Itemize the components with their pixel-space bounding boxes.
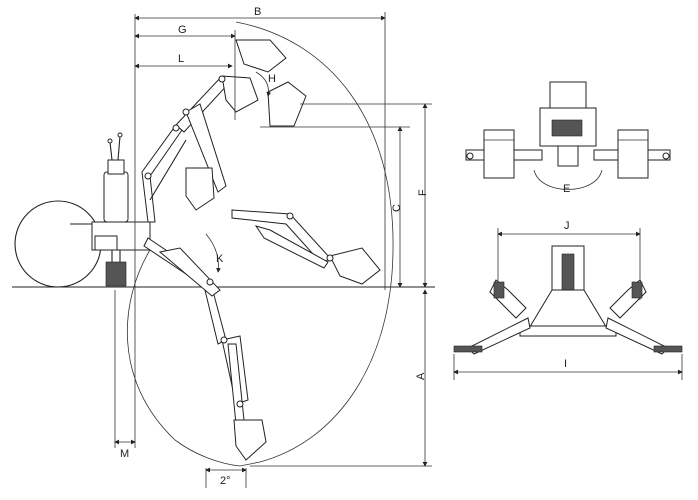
frame-plate — [94, 235, 118, 251]
rear-right-bucket — [631, 281, 643, 299]
rear-left-bucket — [493, 281, 505, 299]
upper-bucket — [235, 39, 287, 73]
lower-boom-cylinder — [158, 247, 221, 297]
rear-base-plate — [519, 325, 617, 337]
stabilizer-foot — [105, 261, 127, 287]
lever-knob-2 — [117, 132, 123, 138]
dimension-j-label: J — [564, 220, 570, 232]
seat-back — [107, 159, 125, 175]
pivot-pin-6 — [326, 254, 334, 262]
boom-lower-position — [143, 237, 267, 461]
middle-bucket — [185, 167, 215, 211]
pivot-pin-7 — [206, 278, 214, 286]
upper-dipper-arm — [185, 103, 227, 193]
dimension-l-label: L — [178, 53, 184, 65]
tractor-wheel — [14, 200, 102, 288]
dimension-swing-label: 2° — [220, 475, 231, 487]
top-right-pin — [662, 152, 670, 160]
dimension-k-label: K — [216, 253, 224, 265]
dimension-e-arc — [533, 169, 603, 190]
rear-base — [527, 289, 609, 331]
dimension-h-arc — [255, 71, 272, 97]
top-seat — [551, 119, 583, 137]
dimension-h-label: H — [268, 73, 276, 85]
dimension-a-label: A — [415, 372, 427, 380]
dimension-i-label: I — [564, 358, 567, 370]
dimension-b-label: B — [254, 6, 261, 18]
boom-middle-position — [185, 167, 381, 285]
pivot-pin-9 — [236, 400, 244, 408]
pivot-pin-3 — [218, 75, 226, 83]
dimension-e-label: E — [563, 183, 570, 195]
pivot-pin-4 — [144, 172, 152, 180]
middle-dipper-cylinder — [254, 225, 329, 269]
rear-left-leg — [467, 317, 531, 355]
reach-envelope-arc — [235, 21, 394, 467]
pivot-pin-5 — [286, 212, 294, 220]
control-lever-1 — [109, 141, 113, 161]
rear-view: J I — [453, 220, 683, 380]
boom-upper-position — [141, 39, 307, 223]
middle-bucket-curled — [329, 247, 381, 285]
operator-tower — [103, 171, 129, 223]
dimension-c-label: C — [391, 204, 403, 212]
top-left-pad — [483, 129, 515, 179]
dig-envelope-arc — [126, 249, 241, 467]
pivot-pin-1 — [172, 124, 180, 132]
top-boom-base — [557, 145, 579, 167]
pivot-pin-8 — [220, 336, 228, 344]
top-control-box — [549, 81, 587, 109]
dimension-f-label: F — [417, 189, 429, 196]
rear-left-foot — [453, 345, 483, 353]
top-left-pin — [466, 152, 474, 160]
rear-right-foot — [653, 345, 683, 353]
side-view: B G L H C F A K M 2° — [12, 6, 435, 488]
lever-knob-1 — [107, 138, 113, 144]
rear-right-leg — [605, 317, 669, 355]
top-view: E — [465, 81, 671, 195]
control-lever-2 — [117, 135, 121, 161]
dimension-g-label: G — [178, 24, 187, 36]
upper-bucket-open — [267, 81, 307, 127]
upper-boom-cylinder — [149, 139, 187, 201]
pivot-pin-2 — [182, 108, 190, 116]
top-right-pad — [617, 129, 649, 179]
dimension-m-label: M — [120, 448, 129, 460]
upper-bucket-linkage — [221, 75, 259, 113]
dimension-k-arc — [205, 233, 221, 273]
lower-bucket — [233, 419, 267, 461]
